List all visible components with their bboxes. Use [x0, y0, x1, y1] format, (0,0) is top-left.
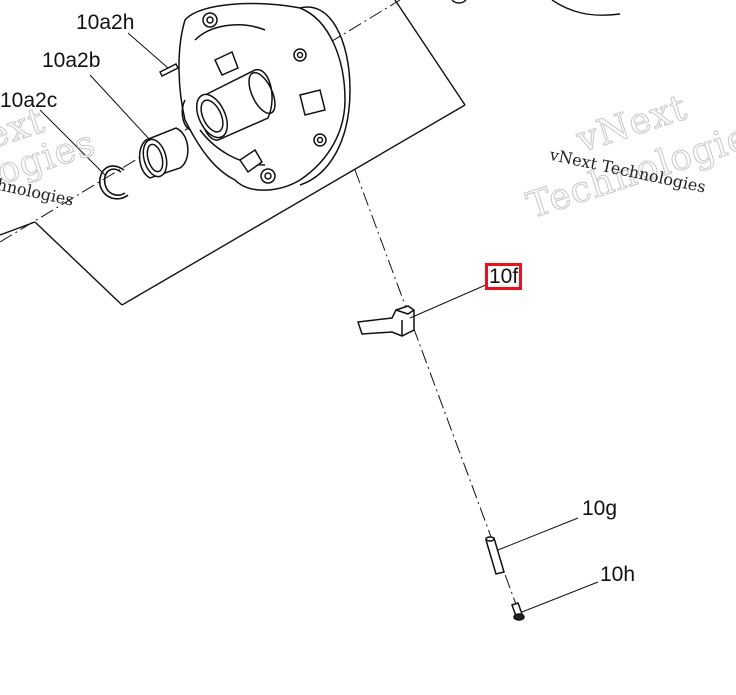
gear-notch: [451, 0, 467, 4]
snap-ring-10a2c: [99, 165, 129, 200]
leader-lines: [39, 32, 599, 613]
lever-10f: [356, 305, 415, 337]
label-10a2c: 10a2c: [0, 89, 58, 112]
gear-arc: [551, 0, 621, 16]
label-10h: 10h: [600, 563, 636, 586]
pin-10g: [485, 536, 505, 575]
center-axis-top: [0, 0, 401, 243]
screw-10h: [511, 602, 525, 621]
pin-10a2h: [159, 63, 179, 77]
label-10a2b: 10a2b: [42, 49, 101, 72]
pump-housing: [178, 2, 351, 191]
bushing-10a2b: [138, 127, 189, 179]
label-10f-highlighted[interactable]: 10f: [485, 263, 523, 290]
label-10g: 10g: [582, 497, 618, 520]
label-10a2h: 10a2h: [76, 11, 135, 34]
